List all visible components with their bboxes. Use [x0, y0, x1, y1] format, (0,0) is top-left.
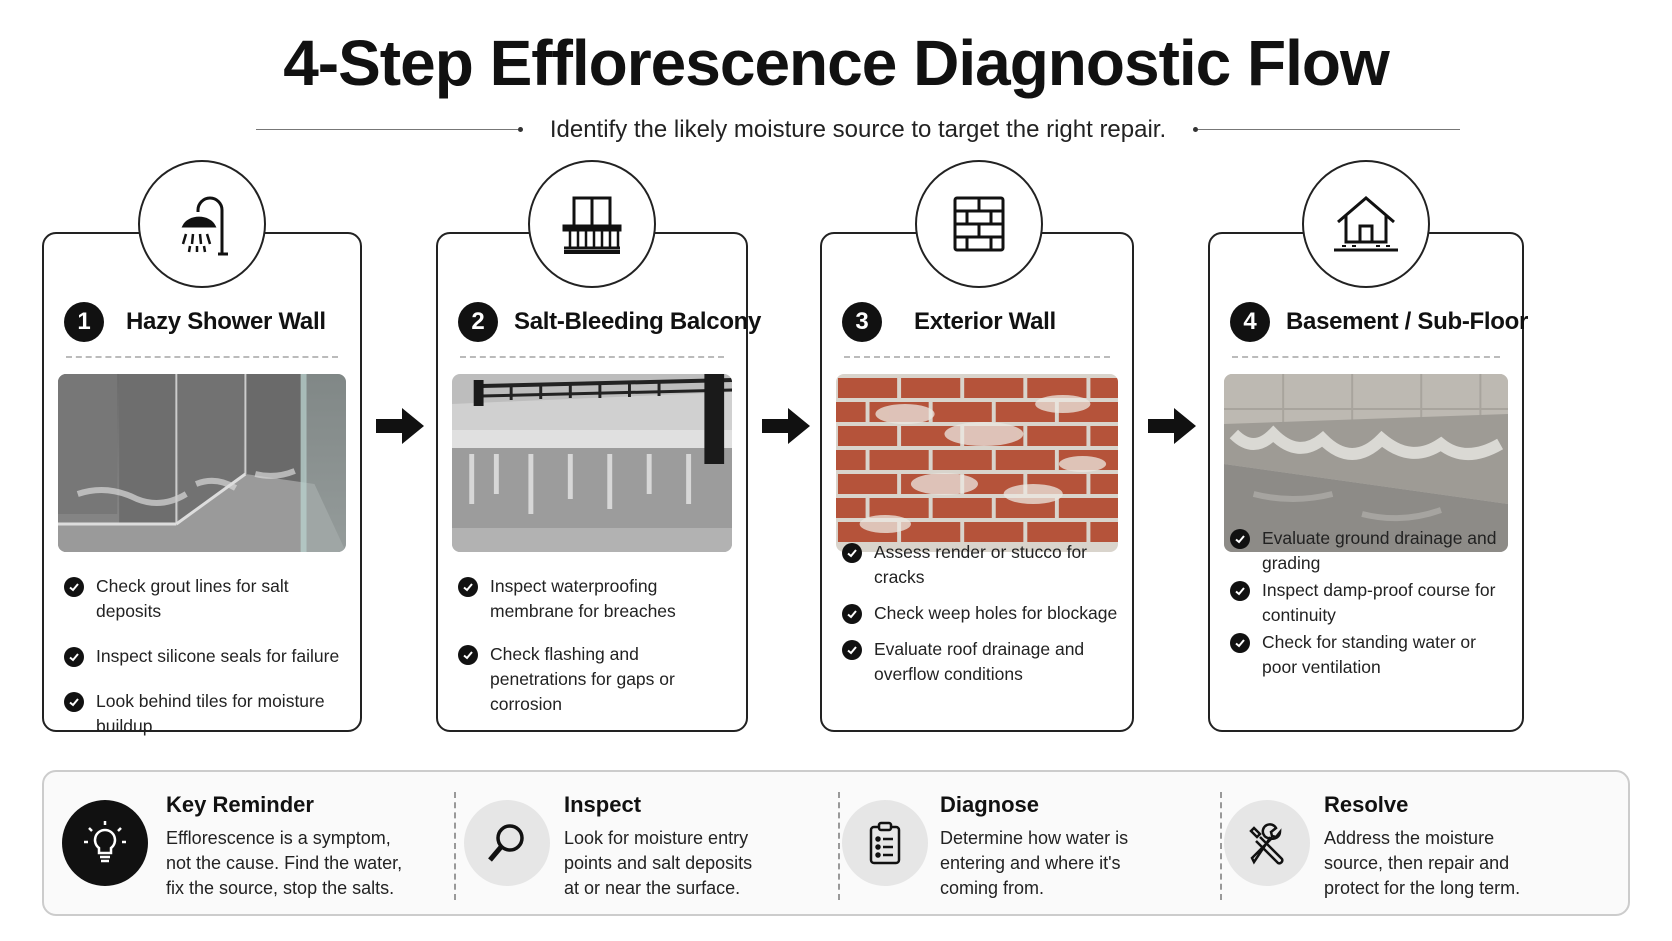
lightbulb-icon — [62, 800, 148, 886]
summary-resolve: Resolve Address the moisture source, the… — [1224, 772, 1624, 918]
subtitle-dot-left — [518, 127, 523, 132]
step-checklist: Assess render or stucco for cracks Check… — [842, 540, 1120, 687]
check-text: Assess render or stucco for cracks — [874, 542, 1087, 587]
check-icon — [64, 692, 84, 712]
check-text: Check weep holes for blockage — [874, 603, 1118, 623]
step-divider — [66, 356, 338, 358]
check-text: Inspect silicone seals for failure — [96, 646, 340, 666]
step-header: 4 Basement / Sub-Floor — [1230, 302, 1528, 342]
page-title: 4-Step Efflorescence Diagnostic Flow — [283, 27, 1390, 99]
step-header: 1 Hazy Shower Wall — [64, 302, 340, 342]
check-item: Check flashing and penetrations for gaps… — [458, 642, 734, 717]
check-text: Inspect waterproofing membrane for breac… — [490, 576, 676, 621]
check-text: Check for standing water or poor ventila… — [1262, 632, 1476, 677]
subtitle-row: Identify the likely moisture source to t… — [256, 112, 1460, 148]
summary-title: Resolve — [1324, 792, 1409, 817]
check-icon — [842, 543, 862, 563]
step-number-badge: 3 — [842, 302, 882, 342]
summary-key-reminder: Key Reminder Efflorescence is a symptom,… — [44, 772, 424, 918]
step-photo-shower-wall — [58, 374, 346, 552]
check-text: Check grout lines for salt deposits — [96, 576, 289, 621]
subtitle-dot-right — [1193, 127, 1198, 132]
step-title: Salt-Bleeding Balcony — [514, 308, 762, 335]
tools-icon — [1224, 800, 1310, 886]
summary-divider — [454, 792, 456, 900]
step-photo-brick-wall — [836, 374, 1118, 552]
check-item: Evaluate ground drainage and grading — [1230, 526, 1510, 576]
step-card-1: 1 Hazy Shower Wall — [42, 232, 362, 736]
summary-diagnose: Diagnose Determine how water is entering… — [842, 772, 1202, 918]
step-checklist: Evaluate ground drainage and grading Ins… — [1230, 526, 1510, 680]
check-item: Assess render or stucco for cracks — [842, 540, 1120, 590]
check-icon — [1230, 633, 1250, 653]
check-item: Look behind tiles for moisture buildup — [64, 689, 348, 739]
step-header: 3 Exterior Wall — [842, 302, 1112, 342]
summary-title: Key Reminder — [166, 792, 314, 817]
step-header: 2 Salt-Bleeding Balcony — [458, 302, 761, 342]
step-title: Hazy Shower Wall — [126, 308, 326, 335]
check-text: Evaluate ground drainage and grading — [1262, 528, 1497, 573]
step-card-3: 3 Exterior Wall Ass — [820, 232, 1134, 732]
brick-wall-icon — [915, 160, 1043, 288]
check-icon — [458, 577, 478, 597]
step-title: Exterior Wall — [914, 308, 1056, 335]
check-text: Inspect damp-proof course for continuity — [1262, 580, 1496, 625]
check-icon — [458, 645, 478, 665]
check-icon — [64, 577, 84, 597]
summary-title: Diagnose — [940, 792, 1040, 817]
step-divider — [844, 356, 1110, 358]
magnifier-icon — [464, 800, 550, 886]
house-basement-icon — [1302, 160, 1430, 288]
check-item: Inspect silicone seals for failure — [64, 644, 348, 669]
balcony-icon — [528, 160, 656, 288]
flow-arrow-icon — [376, 408, 424, 444]
step-number-badge: 1 — [64, 302, 104, 342]
summary-title: Inspect — [564, 792, 642, 817]
step-title: Basement / Sub-Floor — [1286, 308, 1529, 335]
check-icon — [842, 640, 862, 660]
summary-inspect: Inspect Look for moisture entry points a… — [464, 772, 824, 918]
summary-divider — [838, 792, 840, 900]
flow-arrow-icon — [762, 408, 810, 444]
check-icon — [1230, 529, 1250, 549]
check-icon — [842, 604, 862, 624]
page-subtitle: Identify the likely moisture source to t… — [549, 116, 1167, 143]
check-item: Inspect damp-proof course for continuity — [1230, 578, 1510, 628]
check-text: Check flashing and penetrations for gaps… — [490, 644, 675, 714]
step-checklist: Inspect waterproofing membrane for breac… — [458, 574, 734, 717]
step-card-4: 4 Basement / Sub-Floor Evaluate ground d… — [1208, 232, 1528, 732]
clipboard-icon — [842, 800, 928, 886]
check-text: Evaluate roof drainage and overflow cond… — [874, 639, 1085, 684]
summary-text: Address the moisture source, then repair… — [1324, 828, 1521, 898]
summary-text: Efflorescence is a symptom, not the caus… — [166, 828, 403, 898]
flow-arrow-icon — [1148, 408, 1196, 444]
step-photo-basement — [1224, 374, 1508, 552]
step-checklist: Check grout lines for salt deposits Insp… — [64, 574, 348, 739]
check-item: Inspect waterproofing membrane for breac… — [458, 574, 734, 624]
step-divider — [460, 356, 724, 358]
summary-panel: Key Reminder Efflorescence is a symptom,… — [42, 770, 1630, 916]
shower-icon — [138, 160, 266, 288]
check-item: Check for standing water or poor ventila… — [1230, 630, 1510, 680]
check-text: Look behind tiles for moisture buildup — [96, 691, 325, 736]
subtitle-rule-left — [256, 129, 518, 130]
subtitle-rule-right — [1198, 129, 1460, 130]
summary-divider — [1220, 792, 1222, 900]
check-item: Check weep holes for blockage — [842, 601, 1120, 626]
step-number-badge: 4 — [1230, 302, 1270, 342]
step-card-2: 2 Salt-Bleeding Balcony Inspect waterpro… — [436, 232, 761, 732]
summary-text: Look for moisture entry points and salt … — [564, 828, 753, 898]
step-number-badge: 2 — [458, 302, 498, 342]
summary-text: Determine how water is entering and wher… — [940, 828, 1129, 898]
step-divider — [1232, 356, 1500, 358]
check-item: Check grout lines for salt deposits — [64, 574, 348, 624]
check-icon — [64, 647, 84, 667]
step-photo-balcony — [452, 374, 732, 552]
check-icon — [1230, 581, 1250, 601]
check-item: Evaluate roof drainage and overflow cond… — [842, 637, 1120, 687]
